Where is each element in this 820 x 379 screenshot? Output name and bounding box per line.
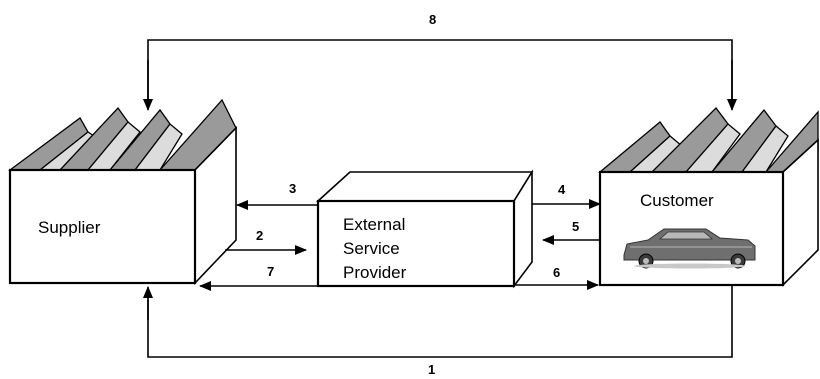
- provider-top-face: [318, 172, 532, 201]
- supplier-factory: Supplier: [10, 100, 236, 283]
- flow-3-label: 3: [289, 181, 296, 196]
- provider-label-line-1: External: [343, 215, 405, 234]
- provider-label-line-3: Provider: [343, 263, 407, 282]
- flow-8-label: 8: [429, 12, 436, 27]
- flow-2-label: 2: [256, 228, 263, 243]
- customer-factory: Customer: [600, 108, 818, 285]
- flow-5-label: 5: [572, 219, 579, 234]
- provider-label-line-2: Service: [343, 239, 400, 258]
- customer-label: Customer: [640, 191, 714, 210]
- supplier-roof: [10, 100, 236, 170]
- provider-box: External Service Provider: [318, 172, 532, 286]
- customer-roof: [600, 108, 818, 172]
- flow-8-arrow: [148, 40, 732, 110]
- flow-4-label: 4: [558, 182, 566, 197]
- supplier-label: Supplier: [38, 218, 101, 237]
- flow-1-label: 1: [428, 362, 435, 377]
- flow-7-label: 7: [267, 264, 274, 279]
- flow-1-arrow: [148, 285, 732, 357]
- flow-6-label: 6: [553, 265, 560, 280]
